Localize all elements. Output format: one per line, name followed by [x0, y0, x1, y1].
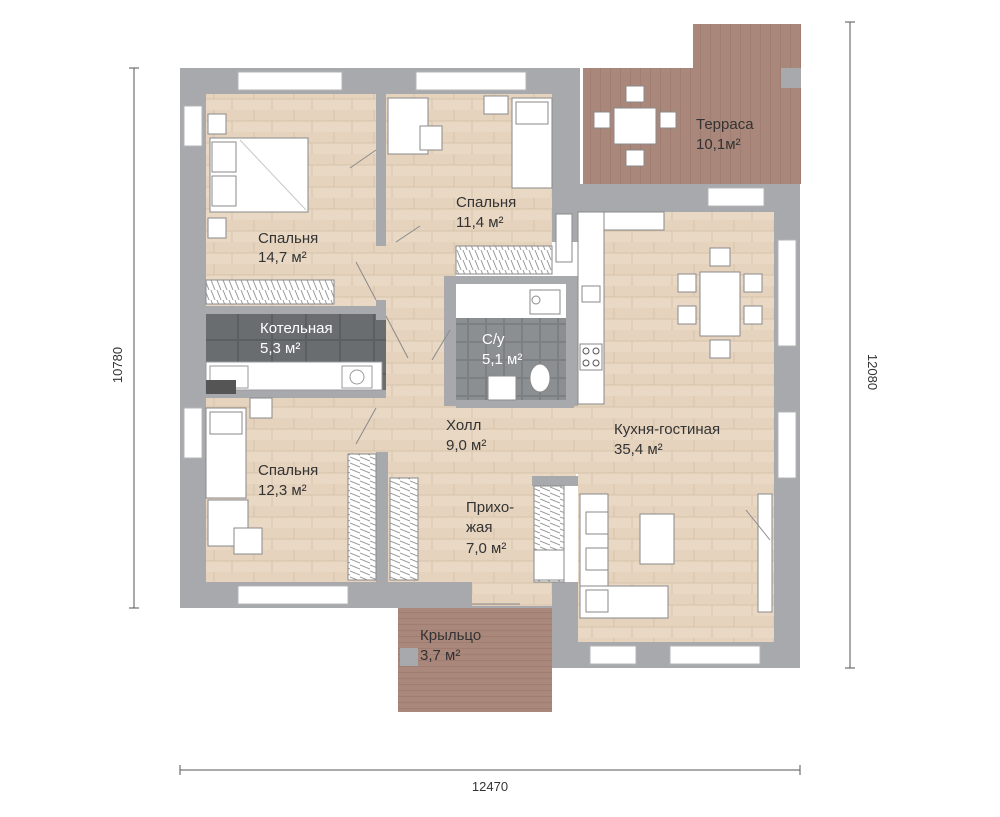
- room-label-terrace: Терраса 10,1м²: [696, 116, 754, 153]
- room-name: С/у: [482, 331, 505, 348]
- room-label-bathroom: С/у 5,1 м²: [482, 331, 522, 368]
- room-name-line1: Прихо-: [466, 499, 514, 516]
- dimension-left: 10780: [110, 347, 125, 383]
- room-label-bedroom-nw: Спальня 14,7 м²: [258, 230, 318, 266]
- porch-deck: [398, 604, 552, 712]
- room-name: Спальня: [258, 462, 318, 479]
- room-area: 35,4 м²: [614, 441, 663, 458]
- room-name: Котельная: [260, 320, 333, 337]
- door-swings: [349, 149, 771, 605]
- room-name: Холл: [446, 417, 481, 434]
- room-name: Спальня: [456, 194, 516, 211]
- dimension-lines: [129, 21, 855, 775]
- terrace-dining-set: [593, 85, 677, 167]
- room-area: 12,3 м²: [258, 482, 307, 499]
- closet-bedroom-sw: [347, 453, 377, 581]
- bathroom-fixtures: [487, 213, 573, 401]
- room-name: Терраса: [696, 116, 754, 133]
- room-area: 10,1м²: [696, 136, 741, 153]
- room-label-porch: Крыльцо 3,7 м²: [420, 627, 481, 664]
- interior-walls: [180, 94, 578, 582]
- room-label-entry: Прихо- жая 7,0 м²: [466, 499, 514, 557]
- room-label-hall: Холл 9,0 м²: [446, 417, 486, 454]
- bed-double: [207, 113, 309, 239]
- room-label-bedroom-n: Спальня 11,4 м²: [456, 194, 516, 231]
- room-name: Спальня: [258, 230, 318, 247]
- floor-hall-center: [376, 396, 576, 476]
- bedroom-n-furniture: [387, 95, 553, 189]
- dining-table: [677, 247, 763, 359]
- floor-kitchen-mid: [556, 406, 586, 474]
- room-area: 9,0 м²: [446, 437, 486, 454]
- room-area: 5,3 м²: [260, 340, 300, 357]
- closet-hall: [455, 245, 553, 275]
- room-label-bedroom-sw: Спальня 12,3 м²: [258, 462, 318, 499]
- room-area: 3,7 м²: [420, 647, 460, 664]
- room-name: Кухня-гостиная: [614, 421, 720, 438]
- terrace-deck-top: [693, 24, 801, 70]
- room-area: 11,4 м²: [456, 214, 504, 231]
- room-area: 7,0 м²: [466, 540, 506, 557]
- dimension-bottom: 12470: [472, 779, 508, 794]
- room-area: 5,1 м²: [482, 351, 522, 368]
- dimension-right: 12080: [865, 354, 880, 390]
- floor-hall: [376, 246, 456, 406]
- room-name-line2: жая: [466, 519, 493, 536]
- closet-bedroom-nw: [205, 279, 335, 305]
- room-name: Крыльцо: [420, 627, 481, 644]
- bedroom-sw-furniture: [205, 397, 273, 555]
- room-area: 14,7 м²: [258, 249, 307, 266]
- floor-entry-porch: [472, 582, 552, 606]
- floor-kitchen: [578, 212, 774, 642]
- kitchen-counters: [533, 211, 665, 581]
- room-label-boiler: Котельная 5,3 м²: [260, 320, 333, 357]
- windows: [183, 71, 797, 665]
- room-label-kitchen: Кухня-гостиная 35,4 м²: [614, 421, 720, 458]
- living-room-furniture: [579, 493, 773, 619]
- terrace-post: [781, 68, 801, 88]
- boiler-equipment: [205, 361, 383, 394]
- closet-entry: [389, 477, 419, 581]
- porch-post: [400, 648, 418, 666]
